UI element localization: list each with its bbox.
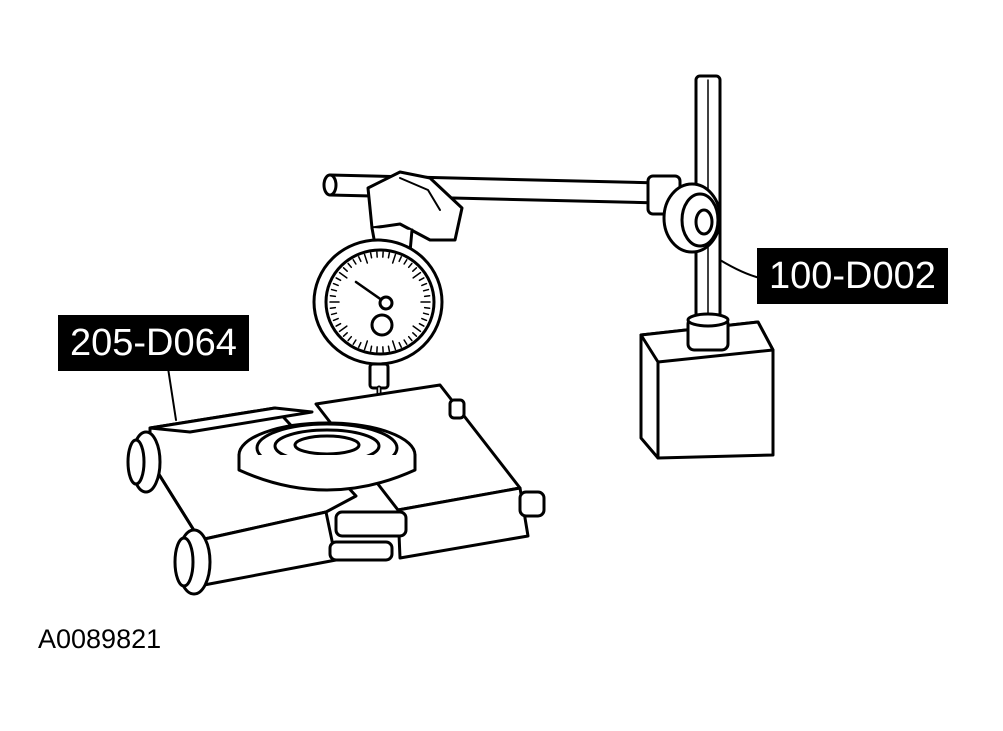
dial-tick bbox=[329, 294, 337, 298]
dial-tick bbox=[363, 340, 369, 351]
dial-tick bbox=[357, 341, 362, 348]
dial-tick bbox=[423, 306, 431, 310]
dial-tick bbox=[391, 340, 397, 351]
dial-tick bbox=[332, 317, 339, 322]
figure-id: A0089821 bbox=[38, 624, 162, 654]
dial-tick bbox=[398, 256, 403, 263]
dial-tick bbox=[407, 335, 413, 342]
dial-tick bbox=[403, 259, 408, 265]
dial-tick bbox=[330, 288, 338, 292]
dial-tick bbox=[335, 277, 342, 282]
dial-tick bbox=[407, 262, 413, 269]
dial-tick bbox=[403, 339, 408, 345]
dial-tick bbox=[421, 317, 428, 322]
dial-tick bbox=[412, 325, 422, 333]
dial-indicator bbox=[312, 238, 444, 465]
magnetic-base-stand bbox=[639, 74, 775, 460]
callout-dial-indicator-tool: 100-D002 bbox=[757, 248, 948, 304]
dial-tick bbox=[338, 325, 348, 333]
dial-tick bbox=[335, 322, 342, 327]
dial-tick bbox=[342, 332, 348, 337]
callout-fixture-tool: 205-D064 bbox=[58, 315, 249, 371]
dial-tick bbox=[422, 288, 430, 292]
dial-tick bbox=[369, 345, 373, 352]
dial-tick bbox=[342, 267, 348, 272]
dial-tick bbox=[412, 267, 418, 272]
dial-tick bbox=[332, 282, 339, 287]
dial-tick bbox=[418, 322, 425, 327]
fixture bbox=[126, 383, 546, 596]
dial-tick bbox=[330, 312, 338, 316]
dial-tick bbox=[369, 252, 373, 259]
dial-tick bbox=[338, 271, 348, 279]
dial-tick bbox=[352, 339, 357, 345]
dial-tick bbox=[423, 294, 431, 298]
dial-tick bbox=[412, 332, 418, 337]
dial-tick bbox=[412, 271, 422, 279]
dial-tick bbox=[363, 253, 369, 264]
dial-tick bbox=[352, 259, 357, 265]
dial-tick bbox=[422, 312, 430, 316]
dial-tick bbox=[398, 341, 403, 348]
dial-tick bbox=[329, 306, 337, 310]
dial-tick bbox=[391, 253, 397, 264]
dial-tick bbox=[347, 335, 353, 342]
dial-tick bbox=[418, 277, 425, 282]
dial-tick bbox=[387, 345, 391, 352]
dial-tick bbox=[387, 252, 391, 259]
dial-tick bbox=[421, 282, 428, 287]
dial-tick bbox=[347, 262, 353, 269]
dial-tick bbox=[357, 256, 362, 263]
